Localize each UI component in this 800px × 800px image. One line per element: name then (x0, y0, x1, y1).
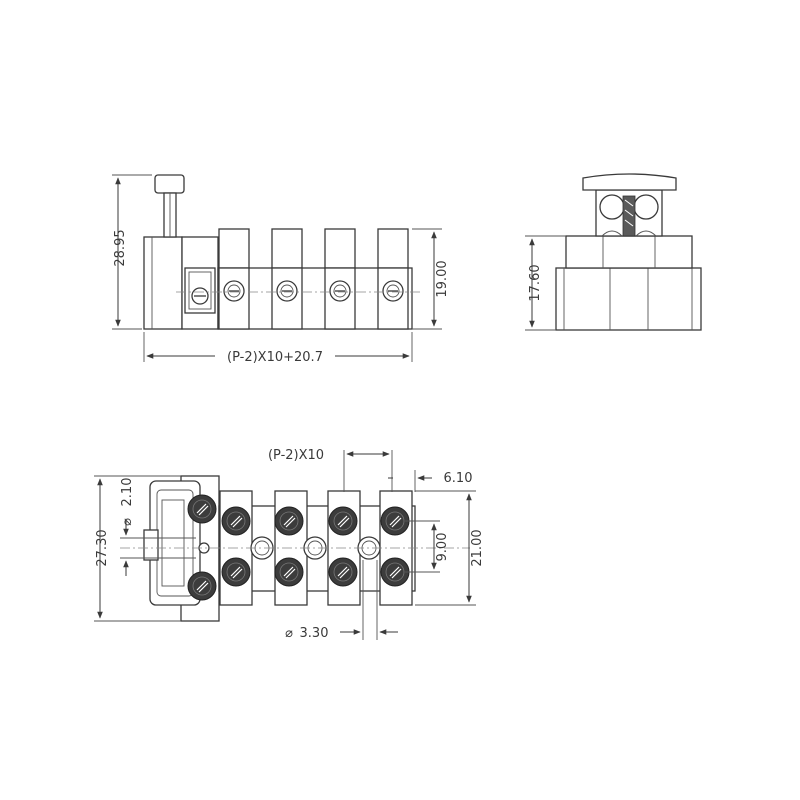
dim-hole-small: 2.10 (120, 478, 135, 507)
top-view (120, 475, 470, 622)
dim-height-total: 28.95 (113, 229, 128, 266)
side-top-cap (582, 173, 677, 191)
dim-pitch-offset: 6.10 (444, 471, 473, 486)
top-screw-3 (274, 506, 304, 536)
dim-pitch-formula: (P-2)X10 (268, 448, 324, 463)
side-view (555, 173, 702, 331)
diameter-symbol-icon: ⌀ (120, 518, 135, 526)
top-screw-10 (380, 557, 410, 587)
dim-width-inner: 21.00 (470, 529, 485, 566)
dim-side-height: 17.60 (528, 264, 543, 301)
side-dimensions: 17.60 (525, 235, 566, 331)
top-screw-5 (380, 506, 410, 536)
top-screw-6 (187, 571, 217, 601)
side-right-screw (633, 194, 659, 220)
top-screw-8 (274, 557, 304, 587)
front-view (143, 174, 420, 330)
diameter-symbol-icon-2: ⌀ (285, 626, 293, 641)
front-left-housing (143, 236, 183, 330)
top-dimensions: (P-2)X10 6.10 27.30 ⌀ 2.10 9.00 21.00 (94, 448, 485, 641)
top-screw-4 (328, 506, 358, 536)
dim-width-total: 27.30 (95, 529, 110, 566)
front-post-3 (324, 267, 356, 330)
dim-height-body: 19.00 (435, 260, 450, 297)
top-screw-2 (221, 506, 251, 536)
top-screw-7 (221, 557, 251, 587)
front-tower-3 (324, 228, 356, 269)
front-dimensions: 28.95 19.00 (P-2)X10+20.7 (112, 174, 450, 365)
side-base (555, 267, 702, 331)
side-mid (565, 235, 693, 269)
front-tower-1 (218, 228, 250, 269)
top-screw-1 (187, 494, 217, 524)
front-top-cap (154, 174, 185, 194)
dim-hole-large: 3.30 (300, 626, 329, 641)
front-tower-2 (271, 228, 303, 269)
front-side-terminal (184, 267, 216, 314)
dim-screw-spacing: 9.00 (435, 533, 450, 562)
side-left-screw (599, 194, 625, 220)
front-tower-4 (377, 228, 409, 269)
dim-length-formula: (P-2)X10+20.7 (227, 350, 323, 365)
top-screw-9 (328, 557, 358, 587)
